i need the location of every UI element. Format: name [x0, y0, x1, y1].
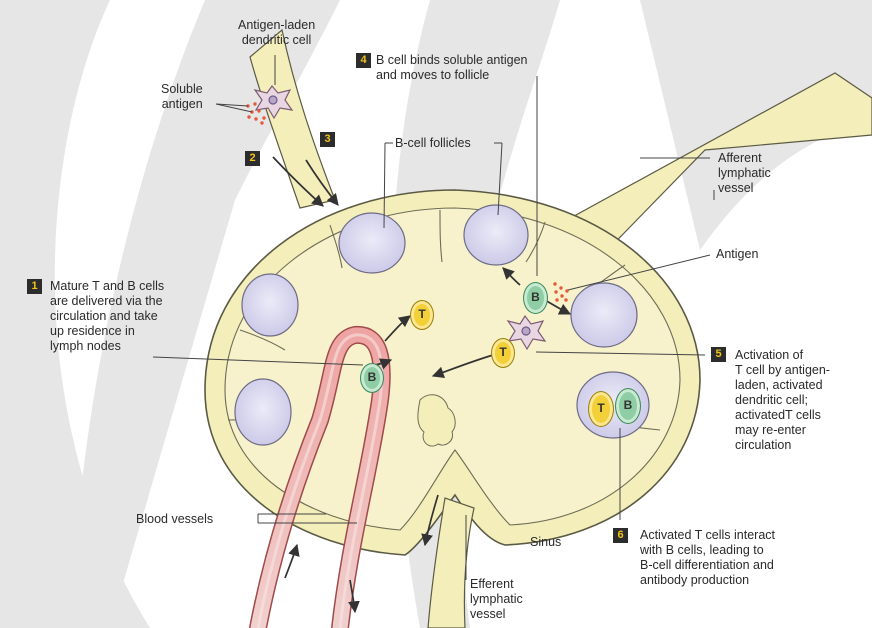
efferent-lymphatic-vessel-label: Efferent lymphatic vessel: [470, 577, 523, 622]
sinus-label: Sinus: [530, 535, 561, 550]
b-cell: B: [360, 363, 384, 393]
step-4-text: B cell binds soluble antigen and moves t…: [376, 53, 528, 83]
step-4-badge: 4: [356, 53, 371, 68]
soluble-antigen-label: Soluble antigen: [161, 82, 203, 112]
interacting-b-cell: B: [615, 388, 641, 424]
activated-t-cell: T: [588, 391, 614, 427]
step-2-badge: 2: [245, 151, 260, 166]
afferent-lymphatic-vessel-label: Afferent lymphatic vessel: [718, 151, 771, 196]
step-6-text: Activated T cells interact with B cells,…: [640, 528, 775, 588]
step-5-badge: 5: [711, 347, 726, 362]
b-cell-follicles-label: B-cell follicles: [395, 136, 471, 151]
antigen-label: Antigen: [716, 247, 758, 262]
step-5-text: Activation of T cell by antigen- laden, …: [735, 348, 830, 453]
antigen-laden-dendritic-cell-label: Antigen-laden dendritic cell: [238, 18, 315, 48]
b-cell: B: [523, 282, 548, 314]
step-1-text: Mature T and B cells are delivered via t…: [50, 279, 164, 354]
step-6-badge: 6: [613, 528, 628, 543]
step-1-badge: 1: [27, 279, 42, 294]
step-3-badge: 3: [320, 132, 335, 147]
t-cell: T: [491, 338, 515, 368]
blood-vessels-label: Blood vessels: [136, 512, 213, 527]
t-cell: T: [410, 300, 434, 330]
